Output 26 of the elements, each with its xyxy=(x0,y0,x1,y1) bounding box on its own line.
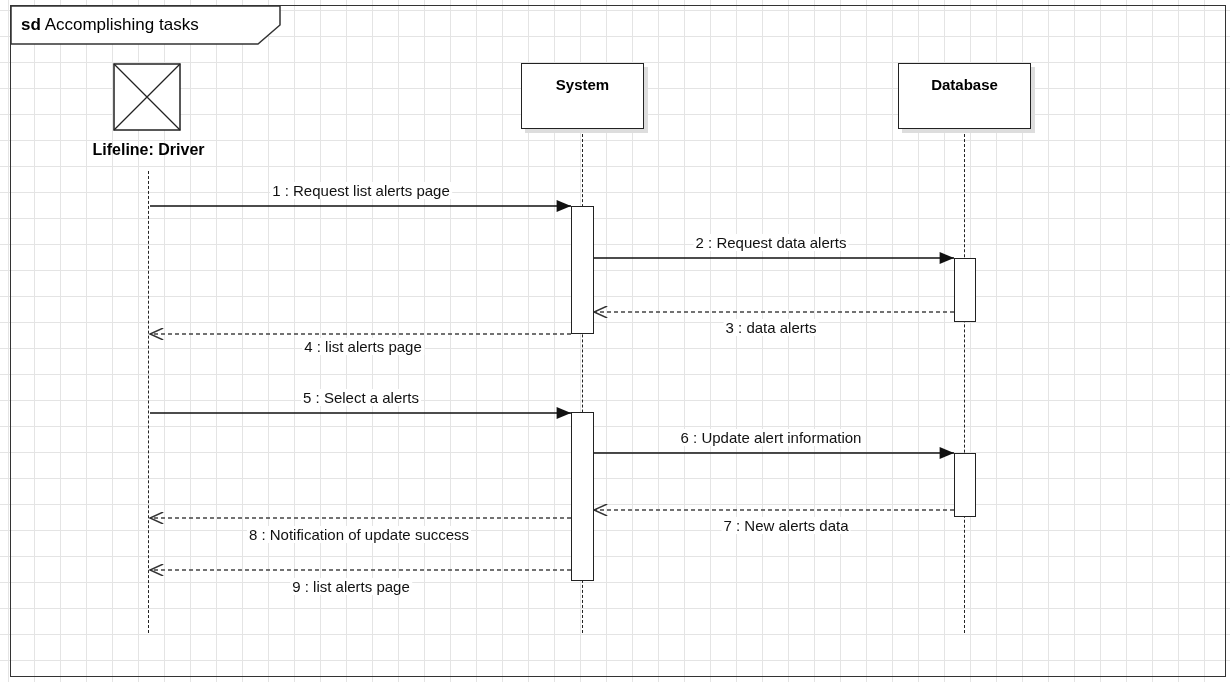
activation-bar xyxy=(954,453,976,517)
message-arrow xyxy=(593,252,955,264)
lifeline-name: Lifeline: Driver xyxy=(91,141,206,159)
message-label: 6 : Update alert information xyxy=(678,429,864,446)
message-label: 4 : list alerts page xyxy=(302,338,424,355)
activation-bar xyxy=(571,412,594,581)
message-arrow xyxy=(149,407,572,419)
message-label: 3 : data alerts xyxy=(723,319,819,336)
activation-bar xyxy=(571,206,594,334)
message-label: 1 : Request list alerts page xyxy=(270,182,452,199)
sequence-frame xyxy=(10,5,1226,677)
message-label: 2 : Request data alerts xyxy=(693,234,849,251)
message-arrow xyxy=(593,503,955,517)
message-label: 8 : Notification of update success xyxy=(246,526,472,543)
message-arrow xyxy=(149,511,572,525)
message-arrow xyxy=(149,200,572,212)
message-arrow xyxy=(149,563,572,577)
lifeline xyxy=(148,171,150,633)
message-arrow xyxy=(593,305,955,319)
frame-title: sd Accomplishing tasks xyxy=(21,15,199,35)
message-label: 9 : list alerts page xyxy=(290,578,412,595)
message-label: 7 : New alerts data xyxy=(721,517,851,534)
message-arrow xyxy=(593,447,955,459)
activation-bar xyxy=(954,258,976,322)
message-arrow xyxy=(149,327,572,341)
message-label: 5 : Select a alerts xyxy=(301,389,421,406)
